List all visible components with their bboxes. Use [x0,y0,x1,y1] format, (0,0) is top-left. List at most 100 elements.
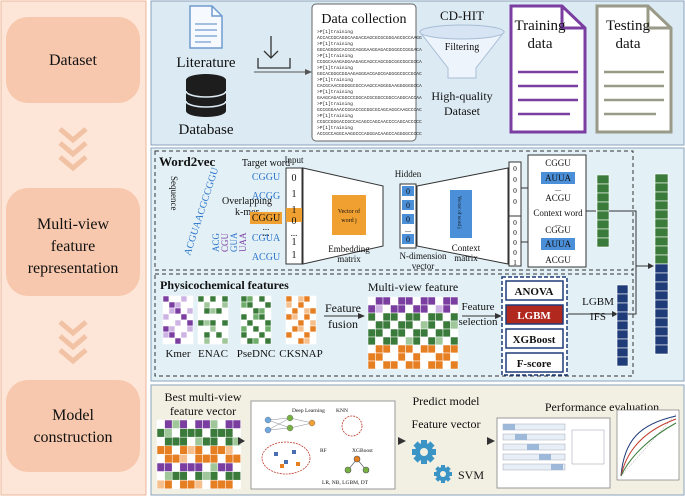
best-feature-cell [217,471,226,481]
n-dimension-label-2: vector [412,261,435,271]
multi-view-cell [420,328,429,338]
psednc-grid-cell [264,337,272,345]
hidden-value: 0 [406,235,410,244]
tree-icon [344,455,370,474]
sequence-line: ACCACCGCAGGCAAGACGAGCGCGCGGGAGCGCCAAGG [317,35,422,41]
output-arrows [521,187,528,243]
funnel-icon [418,24,506,79]
cksnap-grid-cell [303,325,311,333]
multi-view-cell [390,360,399,370]
kmer-ellipsis: ... [262,228,270,239]
best-feature-cell [209,436,219,447]
input-value: 0 [292,216,297,227]
psednc-grid-cell [246,319,254,327]
best-feature-cell [164,445,173,455]
best-feature-cell [194,419,203,429]
cksnap-grid-cell [309,295,317,303]
psednc-grid-cell [258,325,266,333]
final-bar-cell [654,299,669,310]
best-feature-cell [202,445,211,455]
multi-view-cell [450,296,459,306]
cksnap-grid-cell [285,307,293,315]
multi-view-cell [420,296,429,306]
best-feature-cell [164,471,173,481]
multi-view-cell [390,296,399,306]
model-arrow [487,437,495,445]
cksnap-grid-cell [303,337,311,345]
stage-pill-feature [6,188,140,296]
cksnap-grid-cell [285,331,293,339]
kmer-grid-cell [174,295,182,303]
best-feature-cell [217,436,226,447]
multi-view-cell [390,336,399,346]
ifs-bar-cell [616,356,629,367]
psednc-grid-cell [240,319,248,327]
cksnap-grid-cell [309,307,317,315]
multi-view-cell [420,352,429,362]
enac-grid-cell [197,325,205,333]
multi-view-cell [412,304,421,314]
enac-grid-cell [221,295,229,303]
kmer-grid-cell [186,331,194,339]
sequence-line: CCGCCGGGACCGCCACAGCCAGCAACCCCAGCACCCCC [317,119,422,125]
kmer-grid-cell [162,331,170,339]
ifs-feature-bar [616,284,629,367]
final-bar-cell [654,236,669,247]
multi-view-cell [382,304,391,314]
psednc-grid-cell [246,337,254,345]
psednc-grid-cell [252,313,260,321]
multi-view-cell [420,304,429,314]
hidden-value: 0 [406,215,410,224]
multi-view-cell [412,312,421,322]
feature-selection-label-2: selection [458,316,498,328]
testing-data-label-1: Testing [606,18,650,34]
multi-view-cell [435,320,444,330]
best-feature-cell [202,419,211,429]
multi-view-cell [375,304,384,314]
multi-view-cell [405,344,414,354]
multi-view-cell [375,296,384,306]
psednc-grid-cell [252,331,260,339]
output-value: 1 [513,258,517,267]
hidden-cell [402,214,414,224]
best-feature-cell [202,479,211,490]
kmer-grid-cell [186,337,194,345]
cksnap-grid-cell [291,301,299,309]
multi-view-cell [405,328,414,338]
cksnap-grid-cell [309,313,317,321]
psednc-grid-cell [252,325,260,333]
sequence-line: GGCAGGGGCACCGCAGGGAAGGAGACGGGGCCGGGACA [317,47,422,53]
word2vec-feature-bar [596,174,610,248]
cksnap-grid-cell [291,331,299,339]
kmer-grid-cell [168,301,176,309]
multi-view-cell [450,320,459,330]
w2v-bar-cell [596,210,610,221]
psednc-grid-cell [246,301,254,309]
best-feature-grid [156,419,241,490]
psednc-grid-cell [264,331,272,339]
selector-xgboost-label: XGBoost [513,334,556,346]
multi-view-cell [450,336,459,346]
multi-view-cell [367,360,376,370]
kmer-item: CGU [220,232,230,252]
best-feature-cell [209,471,219,481]
multi-view-cell [397,320,406,330]
multi-view-cell [435,328,444,338]
hq-dataset-label-1: High-quality [431,89,492,103]
kmer-grid-cell [168,337,176,345]
multi-view-cell [427,296,436,306]
n-dimension-label-1: N-dimension [400,251,447,261]
cksnap-grid-cell [285,313,293,321]
final-bar-cell [654,209,669,220]
enac-grid-cell [203,301,211,309]
best-feature-cell [179,462,188,472]
multi-view-cell [397,304,406,314]
enac-grid-cell [209,319,217,327]
data-collection-title: Data collection [321,12,406,27]
feature-fusion-label-2: fusion [328,317,358,331]
psednc-grid-cell [264,307,272,315]
best-feature-cell [156,428,165,438]
enac-grid-cell [215,307,223,315]
vector-of-word-box [332,195,366,235]
multi-view-cell [375,336,384,346]
